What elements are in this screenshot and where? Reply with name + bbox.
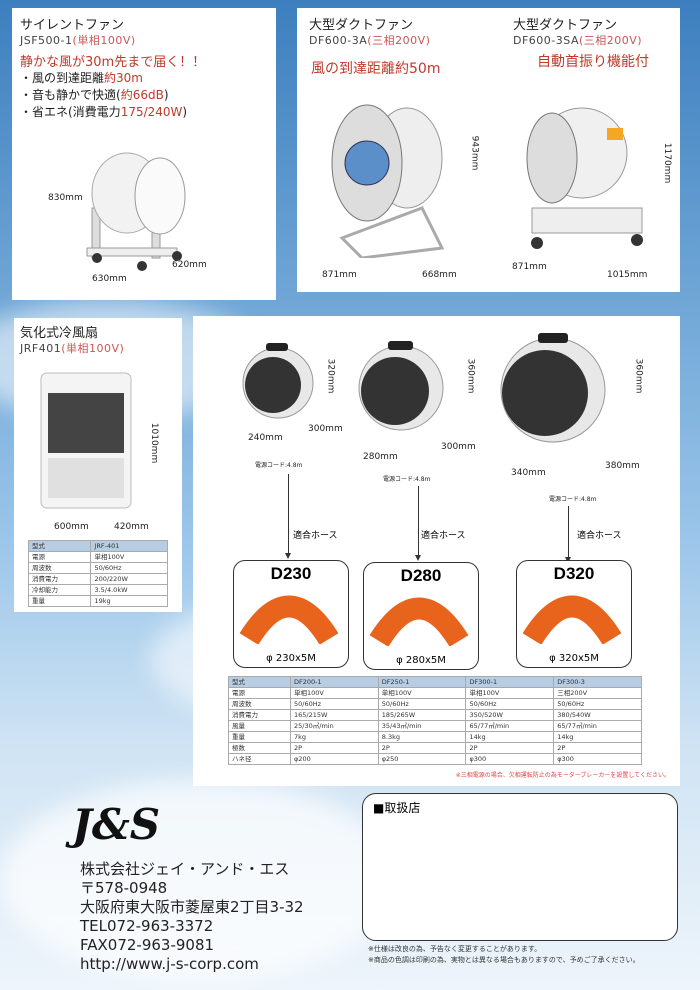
table-cell: 65/77㎥/min <box>465 720 555 732</box>
footer-notes: ※仕様は改良の為、予告なく変更することがあります。※商品の色調は印刷の為、実物と… <box>368 945 640 964</box>
table-cell: 三相200V <box>553 687 642 699</box>
small-fans-panel: 320mm 240mm 300mm 360mm 280mm 300mm 360m… <box>193 316 680 786</box>
silent-fan-panel: サイレントファン JSF500-1(単相100V) 静かな風が30m先まで届く！… <box>12 8 276 300</box>
fan-df300-image <box>500 333 606 443</box>
dealer-box: ■取扱店 <box>362 793 678 941</box>
product-title: 気化式冷風扇 <box>20 326 99 341</box>
table-cell: 50/60Hz <box>377 698 467 710</box>
table-cell: DF300-1 <box>465 676 555 688</box>
product-title: サイレントファン <box>20 18 125 33</box>
hose-icon <box>369 597 469 648</box>
table-cell: 2P <box>377 742 467 754</box>
table-cell: 2P <box>465 742 555 754</box>
table-cell: φ300 <box>553 753 642 765</box>
table-cell: 14kg <box>465 731 555 743</box>
table-cell: 2P <box>290 742 379 754</box>
table-cell: 単相100V <box>290 687 379 699</box>
fan-df200-image <box>242 343 314 419</box>
table-cell: DF250-1 <box>377 676 467 688</box>
table-cell: 単相100V <box>377 687 467 699</box>
cooler-panel: 気化式冷風扇 JRF401(単相100V) 1010mm 600mm 420mm… <box>14 318 182 612</box>
table-cell: 25/30㎥/min <box>290 720 379 732</box>
model: JSF500-1 <box>20 34 73 47</box>
table-cell: 電源 <box>227 687 292 699</box>
feature: ・風の到達距離約30m <box>20 71 143 85</box>
table-cell: 7kg <box>290 731 379 743</box>
table-cell: 2P <box>553 742 642 754</box>
table-cell: 350/520W <box>465 709 555 721</box>
table-cell: 周波数 <box>227 698 292 710</box>
table-cell: 50/60Hz <box>553 698 642 710</box>
company-url[interactable]: http://www.j-s-corp.com <box>80 955 259 973</box>
table-cell: 35/43㎥/min <box>377 720 467 732</box>
table-cell: DF200-1 <box>290 676 379 688</box>
table-cell: 50/60Hz <box>465 698 555 710</box>
power: (単相100V) <box>72 34 136 47</box>
headline: 自動首振り機能付 <box>537 54 649 70</box>
table-cell: φ250 <box>377 753 467 765</box>
silent-fan-image <box>86 152 186 271</box>
table-cell: φ200 <box>290 753 379 765</box>
duct-fan-oscillating-image <box>526 107 643 249</box>
dimension-height: 830mm <box>48 193 83 203</box>
feature: ・省エネ(消費電力175/240W) <box>20 105 188 119</box>
fan-df250-image <box>358 341 444 431</box>
company-logo: J&S <box>72 800 161 849</box>
table-cell: ハネ径 <box>227 753 292 765</box>
table-cell: 14kg <box>553 731 642 743</box>
dimension-depth: 620mm <box>172 260 207 270</box>
duct-fan-image <box>331 104 445 258</box>
table-cell: DF300-3 <box>553 676 642 688</box>
headline: 静かな風が30m先まで届く！！ <box>20 55 206 70</box>
table-cell: 極数 <box>227 742 292 754</box>
cooler-image <box>40 372 132 509</box>
table-cell: 単相100V <box>465 687 555 699</box>
table-cell: 風量 <box>227 720 292 732</box>
table-cell: 65/77㎥/min <box>553 720 642 732</box>
table-cell: 50/60Hz <box>290 698 379 710</box>
table-cell: 8.3kg <box>377 731 467 743</box>
feature: ・音も静かで快適(約66dB) <box>20 88 169 102</box>
table-cell: 消費電力 <box>227 709 292 721</box>
headline: 風の到達距離約50m <box>311 61 441 77</box>
duct-fan-panel: 大型ダクトファン DF600-3A(三相200V) 風の到達距離約50m 大型ダ… <box>297 8 680 292</box>
hose-icon <box>522 595 622 646</box>
dimension-width: 630mm <box>92 274 127 284</box>
hose-icon <box>239 595 339 646</box>
product-title: 大型ダクトファン <box>309 18 414 33</box>
table-cell: φ300 <box>465 753 555 765</box>
product-title: 大型ダクトファン <box>513 18 618 33</box>
table-cell: 重量 <box>227 731 292 743</box>
table-cell: 165/215W <box>290 709 379 721</box>
table-cell: 型式 <box>227 676 292 688</box>
table-cell: 380/540W <box>553 709 642 721</box>
spec-note: ※三相電源の場合、欠相運転防止の為モーターブレーカーを設置してください。 <box>455 772 670 779</box>
table-cell: 185/265W <box>377 709 467 721</box>
